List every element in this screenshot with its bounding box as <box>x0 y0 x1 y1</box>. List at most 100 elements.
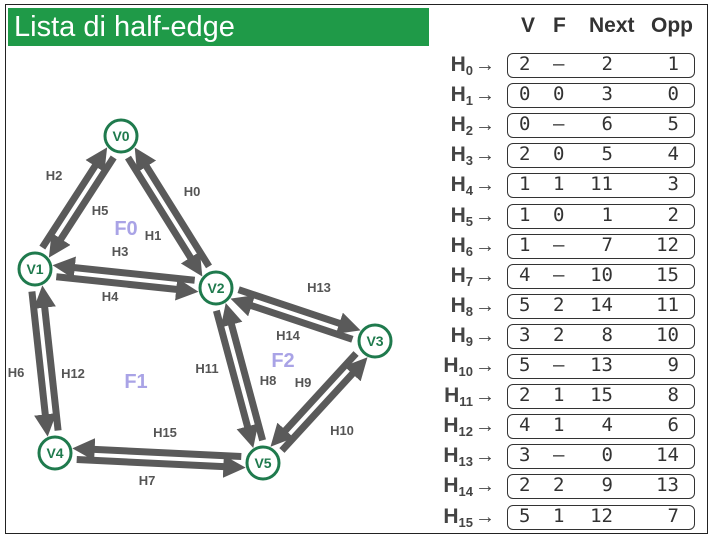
cell-next: 2 <box>601 53 613 75</box>
half-edge-label: H12 <box>443 414 473 440</box>
cell-f: 0 <box>553 83 565 106</box>
cell-f: – <box>553 263 565 286</box>
row-value-box <box>507 354 695 379</box>
cell-next: 9 <box>601 474 613 497</box>
vertex-label: V0 <box>112 128 129 144</box>
face-label: F2 <box>271 350 294 372</box>
right-arrow-icon: → <box>475 324 495 347</box>
cell-v: 0 <box>519 113 531 136</box>
edge-label: H1 <box>145 228 162 243</box>
slide-title: Lista di half-edge <box>14 11 235 43</box>
edge-label: H12 <box>61 366 85 381</box>
half-edge-arrow-h5 <box>39 147 108 250</box>
cell-v: 4 <box>519 263 531 286</box>
cell-v: 2 <box>519 53 531 75</box>
right-arrow-icon: → <box>475 144 495 167</box>
right-arrow-icon: → <box>475 234 495 257</box>
cell-f: 2 <box>553 293 565 316</box>
cell-v: 5 <box>519 504 531 527</box>
cell-next: 8 <box>601 323 613 346</box>
half-edge-label: H11 <box>444 384 473 410</box>
cell-opp: 8 <box>667 384 679 407</box>
row-value-box <box>507 384 695 410</box>
half-edge-label: H3 <box>450 143 473 169</box>
row-value-box <box>507 293 695 319</box>
right-arrow-icon: → <box>475 294 495 317</box>
cell-next: 1 <box>601 203 613 226</box>
cell-f: – <box>553 354 565 376</box>
half-edge-arrow-h2 <box>48 155 117 258</box>
row-value-box <box>507 323 695 349</box>
edge-label: H5 <box>92 203 109 218</box>
col-header-opp: Opp <box>651 14 693 37</box>
row-value-box <box>507 113 695 139</box>
cell-next: 14 <box>590 293 613 316</box>
cell-v: 5 <box>519 293 531 316</box>
cell-opp: 15 <box>656 263 679 286</box>
half-edge-arrow-h10 <box>279 357 368 453</box>
half-edge-arrow-h12 <box>33 285 62 431</box>
edge-label: H14 <box>276 328 301 343</box>
face-label: F0 <box>114 218 137 240</box>
half-edge-label: H9 <box>450 323 473 349</box>
vertex-node-v2 <box>198 270 234 306</box>
half-edge-arrow-h15 <box>72 438 242 461</box>
right-arrow-icon: → <box>475 415 495 438</box>
row-value-box <box>507 504 695 530</box>
right-arrow-icon: → <box>475 445 495 468</box>
edge-label: H10 <box>330 423 354 438</box>
right-arrow-icon: → <box>475 385 495 408</box>
cell-f: – <box>553 444 565 467</box>
col-header-f: F <box>553 14 566 37</box>
vertex-label: V5 <box>254 455 271 471</box>
right-arrow-icon: → <box>475 174 495 197</box>
cell-v: 2 <box>519 384 531 407</box>
half-edge-label: H6 <box>450 233 473 259</box>
edge-label: H11 <box>195 361 218 376</box>
cell-f: – <box>553 53 565 75</box>
half-edge-arrow-h3 <box>52 256 196 284</box>
right-arrow-icon: → <box>475 54 495 76</box>
half-edge-arrow-h14 <box>237 286 361 334</box>
right-arrow-icon: → <box>475 114 495 137</box>
half-edge-arrow-h8 <box>220 303 266 442</box>
vertex-label: V4 <box>46 445 63 461</box>
half-edge-label: H13 <box>443 444 473 470</box>
cell-v: 1 <box>519 203 531 226</box>
cell-opp: 14 <box>656 444 679 467</box>
cell-opp: 7 <box>667 504 679 527</box>
half-edge-label: H1 <box>450 83 473 109</box>
cell-f: 0 <box>553 143 565 166</box>
row-value-box <box>507 233 695 259</box>
cell-opp: 6 <box>667 414 679 437</box>
cell-opp: 0 <box>667 83 679 106</box>
cell-opp: 11 <box>656 293 679 316</box>
cell-opp: 3 <box>667 173 679 196</box>
half-edge-arrow-h9 <box>270 351 359 447</box>
vertex-node-v4 <box>37 435 73 471</box>
half-edge-label: H7 <box>450 263 473 289</box>
half-edge-label: H15 <box>443 504 473 530</box>
cell-v: 1 <box>519 233 531 256</box>
half-edges <box>28 147 368 478</box>
cell-next: 15 <box>590 384 613 407</box>
half-edge-arrow-h11 <box>213 309 259 448</box>
half-edge-label: H8 <box>450 293 473 319</box>
half-edge-label: H2 <box>450 113 473 139</box>
row-value-box <box>507 444 695 470</box>
edge-label: H4 <box>102 289 119 304</box>
edge-label: H2 <box>46 168 63 183</box>
cell-opp: 2 <box>667 203 679 226</box>
cell-f: 2 <box>553 323 565 346</box>
cell-next: 4 <box>601 414 613 437</box>
cell-f: 1 <box>553 414 565 437</box>
cell-f: – <box>553 113 565 136</box>
